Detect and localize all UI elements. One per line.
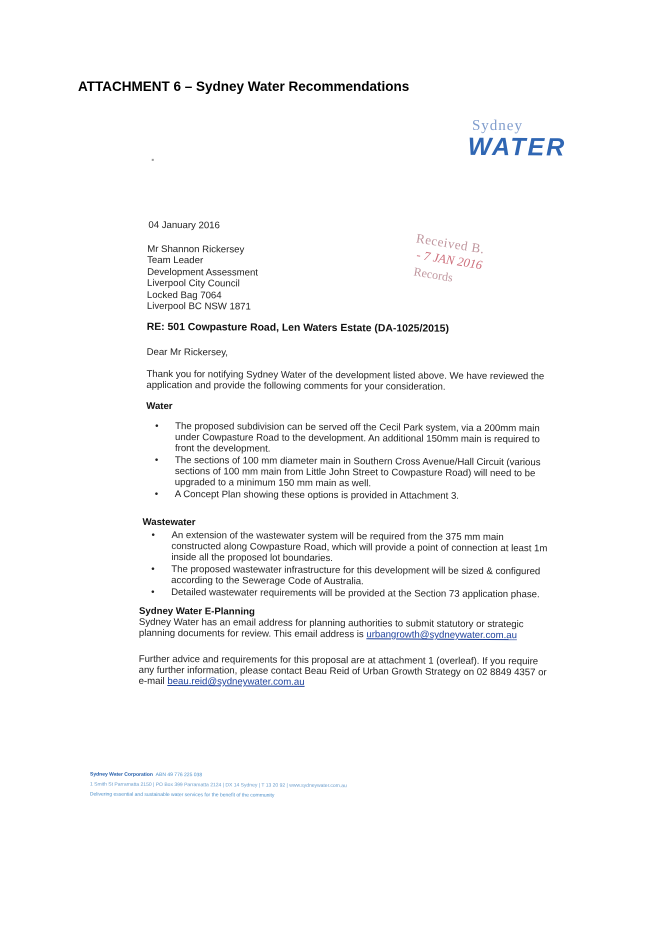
recipient-address: Mr Shannon Rickersey Team Leader Develop… (146, 243, 259, 313)
attachment-title: ATTACHMENT 6 – Sydney Water Recommendati… (78, 79, 410, 94)
list-item: A Concept Plan showing these options is … (155, 489, 541, 502)
list-item: The sections of 100 mm diameter main in … (155, 455, 541, 490)
letter-date: 04 January 2016 (148, 219, 220, 232)
sydney-water-logo: Sydney WATER (467, 118, 567, 162)
list-item: Detailed wastewater requirements will be… (151, 587, 547, 600)
beau-reid-email-link[interactable]: beau.reid@sydneywater.com.au (167, 676, 305, 688)
letter-footer: Sydney Water Corporation ABN 49 776 225 … (90, 770, 347, 802)
scan-speck (151, 158, 154, 161)
closing-paragraph: Further advice and requirements for this… (139, 654, 547, 689)
water-list: The proposed subdivision can be served o… (155, 421, 541, 503)
wastewater-heading: Wastewater (142, 516, 196, 529)
received-stamp: Received B. - 7 JAN 2016 Records (409, 229, 486, 291)
water-heading: Water (146, 400, 173, 413)
footer-tagline: Delivering essential and sustainable wat… (89, 791, 275, 799)
urbangrowth-email-link[interactable]: urbangrowth@sydneywater.com.au (366, 629, 517, 642)
footer-corp-name: Sydney Water Corporation (89, 771, 153, 778)
subject-line: RE: 501 Cowpasture Road, Len Waters Esta… (146, 321, 449, 335)
salutation: Dear Mr Rickersey, (146, 346, 229, 359)
footer-abn: ABN 49 776 225 038 (155, 771, 203, 779)
logo-line-2: WATER (467, 132, 567, 162)
list-item: The proposed wastewater infrastructure f… (151, 564, 547, 588)
intro-paragraph: Thank you for notifying Sydney Water of … (146, 368, 545, 393)
eplanning-heading: Sydney Water E-Planning (138, 605, 255, 618)
wastewater-list: An extension of the wastewater system wi… (151, 530, 547, 601)
list-item: An extension of the wastewater system wi… (151, 530, 547, 565)
eplanning-paragraph: Sydney Water has an email address for pl… (139, 617, 524, 641)
list-item: The proposed subdivision can be served o… (155, 421, 541, 456)
